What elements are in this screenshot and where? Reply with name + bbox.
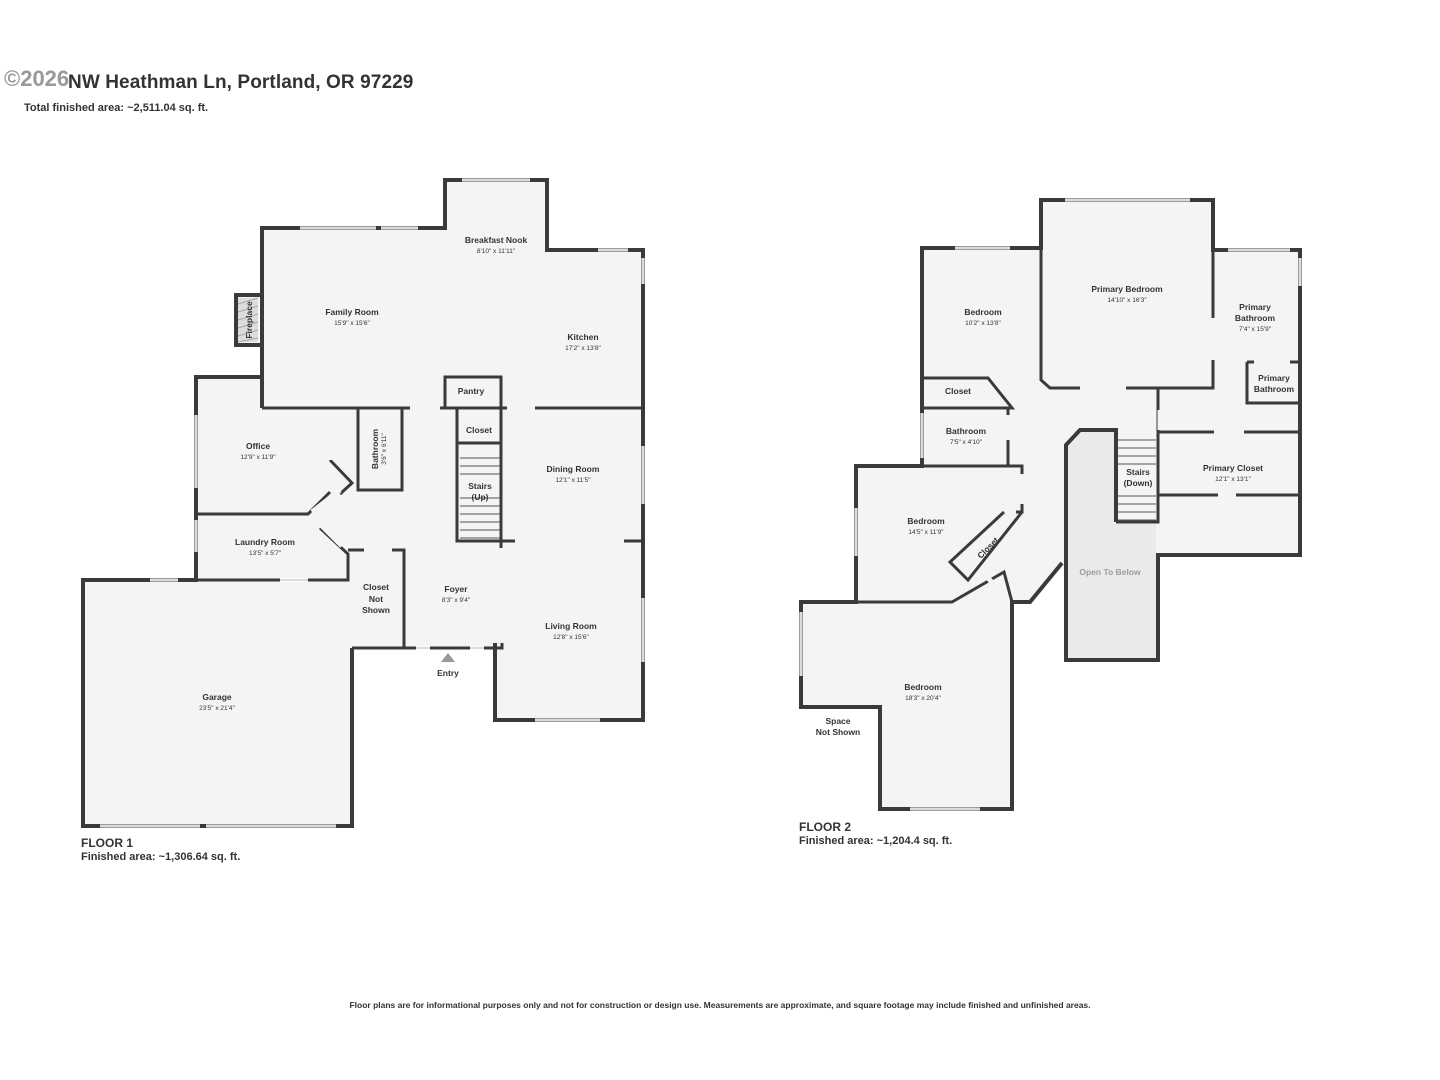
floor-1-plan: Breakfast Nook 8'10" x 11'11" Family Roo… (81, 178, 645, 828)
door-gap-laundry (310, 514, 344, 548)
label-closet-a: Closet (945, 386, 971, 396)
label-foyer: Foyer (444, 584, 468, 594)
entry-arrow-icon (441, 653, 455, 662)
wall-bedroom-a-closet (922, 376, 1016, 410)
wall-pantry (443, 375, 503, 408)
floor-1-label: FLOOR 1 Finished area: ~1,306.64 sq. ft. (81, 836, 240, 864)
stairs-up-treads (460, 457, 500, 539)
label-primary-bathroom-small-1: Primary (1258, 373, 1290, 383)
wall-foyer-entry (404, 643, 504, 650)
dims-breakfast-nook: 8'10" x 11'11" (477, 248, 516, 255)
dims-bedroom-b: 14'5" x 11'9" (908, 529, 944, 536)
label-bedroom-b: Bedroom (907, 516, 945, 526)
floor-2-windows (799, 198, 1302, 811)
dims-bedroom-a: 10'2" x 13'8" (965, 320, 1001, 327)
fireplace-hatch (237, 297, 259, 343)
dims-living-room: 12'8" x 15'6" (553, 634, 589, 641)
label-laundry-room: Laundry Room (235, 537, 295, 547)
floor-2-area: Finished area: ~1,204.4 sq. ft. (799, 835, 953, 847)
label-primary-bathroom-1: Primary (1239, 302, 1271, 312)
floor-1-area: Finished area: ~1,306.64 sq. ft. (81, 851, 241, 863)
floor-2-fill (801, 200, 1300, 809)
label-open-to-below: Open To Below (1079, 567, 1141, 577)
door-gap-bedroom-c (986, 576, 1010, 602)
floor-2-plan: Bedroom 10'2" x 13'8" Primary Bedroom 14… (799, 198, 1302, 811)
floor-2-title: FLOOR 2 (799, 820, 852, 834)
dims-office: 12'9" x 11'9" (240, 454, 276, 461)
label-primary-bathroom-2: Bathroom (1235, 313, 1276, 323)
label-closet-not-shown-3: Shown (362, 605, 390, 615)
dims-primary-bathroom: 7'4" x 15'9" (1239, 326, 1272, 333)
wall-closet-b (947, 510, 1024, 583)
dims-bathroom-f2: 7'5" x 4'10" (950, 439, 983, 446)
dims-laundry-room: 13'5" x 5'7" (249, 550, 282, 557)
label-dining-room: Dining Room (547, 464, 600, 474)
label-fireplace: Fireplace (244, 301, 254, 339)
dims-family-room: 15'9" x 15'6" (334, 320, 370, 327)
label-stairs-up: Stairs (468, 481, 492, 491)
label-closet-f1: Closet (466, 425, 492, 435)
dims-garage: 23'5" x 21'4" (199, 705, 235, 712)
dims-kitchen: 17'2" x 13'8" (565, 345, 601, 352)
label-space-not-shown-1: Space (825, 716, 850, 726)
wall-closet-stairs (455, 408, 515, 548)
label-primary-bedroom: Primary Bedroom (1091, 284, 1163, 294)
label-bathroom-f2: Bathroom (946, 426, 987, 436)
label-office: Office (246, 441, 270, 451)
label-space-not-shown-2: Not Shown (816, 727, 860, 737)
total-finished-area: Total finished area: ~2,511.04 sq. ft. (24, 102, 209, 114)
dims-bathroom-f1: 3'6" x 6'11" (381, 433, 388, 465)
property-address: NW Heathman Ln, Portland, OR 97229 (68, 72, 414, 93)
label-primary-closet: Primary Closet (1203, 463, 1263, 473)
floor-1-title: FLOOR 1 (81, 836, 134, 850)
label-entry: Entry (437, 668, 459, 678)
label-bathroom-f1: Bathroom (370, 428, 380, 469)
label-closet-not-shown-1: Closet (363, 582, 389, 592)
door-gap-office-diag (310, 488, 342, 514)
label-kitchen: Kitchen (567, 332, 598, 342)
dims-foyer: 8'3" x 9'4" (442, 597, 471, 604)
label-stairs-down: Stairs (1126, 467, 1150, 477)
label-breakfast-nook: Breakfast Nook (465, 235, 528, 245)
floor-1-fill (83, 180, 643, 826)
door-gap-bedroom-a (1010, 380, 1042, 406)
label-stairs-up-sub: (Up) (472, 492, 489, 502)
wall-office (196, 458, 355, 516)
label-garage: Garage (202, 692, 232, 702)
disclaimer: Floor plans are for informational purpos… (349, 1000, 1091, 1010)
dims-primary-closet: 12'1" x 13'1" (1215, 476, 1251, 483)
label-primary-bathroom-small-2: Bathroom (1254, 384, 1295, 394)
label-bedroom-c: Bedroom (904, 682, 942, 692)
dims-dining-room: 12'1" x 11'5" (555, 477, 591, 484)
label-living-room: Living Room (545, 621, 597, 631)
copyright-watermark: ©2026 (4, 66, 70, 91)
floor-2-label: FLOOR 2 Finished area: ~1,204.4 sq. ft. (799, 820, 952, 848)
dims-primary-bedroom: 14'10" x 16'3" (1107, 297, 1147, 304)
label-family-room: Family Room (325, 307, 379, 317)
label-closet-not-shown-2: Not (369, 594, 383, 604)
fireplace-wall (234, 293, 264, 347)
label-bedroom-a: Bedroom (964, 307, 1002, 317)
dims-bedroom-c: 18'3" x 20'4" (905, 695, 941, 702)
floor-1-windows (100, 178, 645, 828)
wall-bathroom (356, 408, 404, 492)
label-pantry: Pantry (458, 386, 485, 396)
label-stairs-down-sub: (Down) (1124, 478, 1153, 488)
